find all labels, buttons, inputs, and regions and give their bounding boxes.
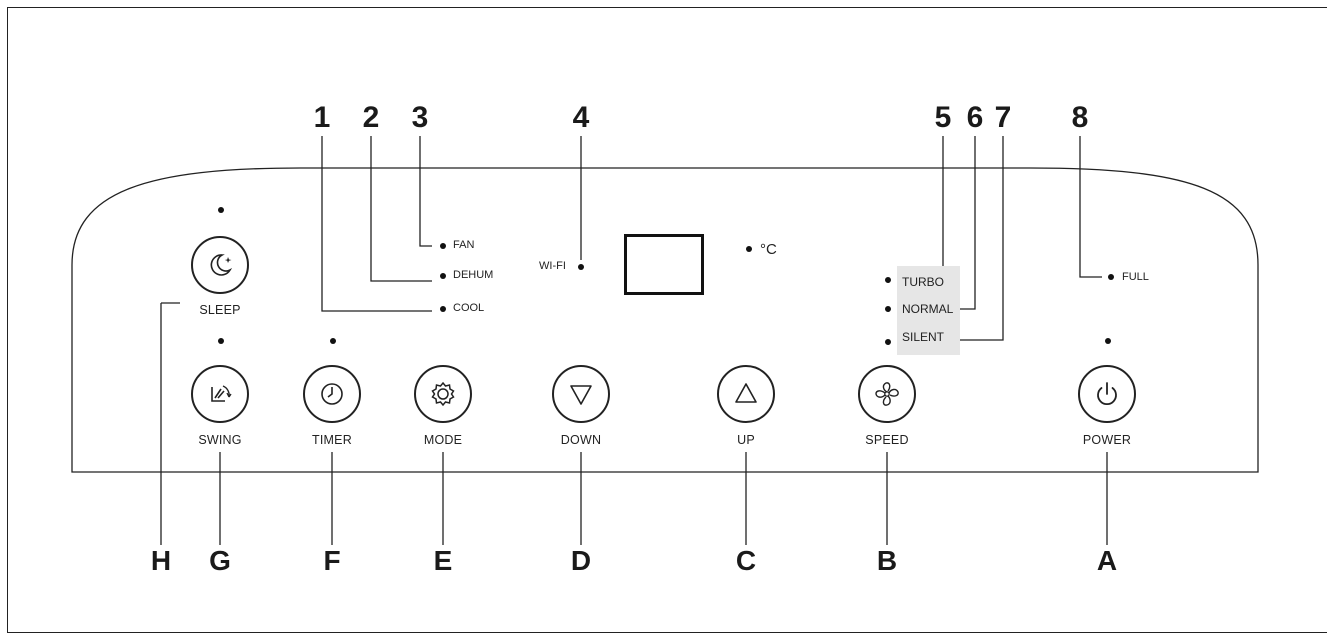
timer-button-label: TIMER <box>312 433 352 447</box>
mode-button-label: MODE <box>423 433 463 447</box>
power-led <box>1105 338 1111 344</box>
leader-6 <box>960 136 976 310</box>
button-letter-B: B <box>876 545 898 576</box>
callout-number-4: 4 <box>572 101 590 134</box>
sleep-button-label: SLEEP <box>199 303 241 317</box>
callout-number-5: 5 <box>934 101 952 134</box>
wifi-led <box>578 264 584 270</box>
swing-led <box>218 338 224 344</box>
button-letter-G: G <box>209 545 231 576</box>
power-button-label: POWER <box>1082 433 1132 447</box>
callout-number-7: 7 <box>994 101 1012 134</box>
button-letter-E: E <box>433 545 453 576</box>
leader-3 <box>419 136 432 247</box>
swing-louver-icon <box>211 385 232 402</box>
callout-number-6: 6 <box>966 101 984 134</box>
gear-icon <box>431 381 455 407</box>
leader-1 <box>321 136 432 312</box>
speed-button-label: SPEED <box>865 433 909 447</box>
mode-button[interactable] <box>414 365 472 423</box>
fan-icon <box>875 382 899 406</box>
up-button[interactable] <box>717 365 775 423</box>
callout-number-1: 1 <box>313 101 331 134</box>
page-number-fragment: 1 2 <box>1070 36 1092 44</box>
triangle-down-icon <box>570 385 592 405</box>
power-button[interactable] <box>1078 365 1136 423</box>
leader-7 <box>960 136 1004 341</box>
leader-2 <box>370 136 432 282</box>
button-letter-C: C <box>735 545 757 576</box>
fan-indicator-label: FAN <box>453 239 475 251</box>
diagram-frame <box>7 7 1327 633</box>
full-led <box>1108 274 1114 280</box>
swing-button-label: SWING <box>198 433 242 447</box>
wifi-indicator-label: WI-FI <box>539 260 566 272</box>
turbo-indicator-label: TURBO <box>902 275 944 289</box>
clock-icon <box>321 383 343 405</box>
sleep-button[interactable] <box>191 236 249 294</box>
dehum-indicator-label: DEHUM <box>453 269 494 281</box>
normal-led <box>885 306 891 312</box>
temperature-display <box>624 234 704 295</box>
up-button-label: UP <box>737 433 755 447</box>
normal-indicator-label: NORMAL <box>902 302 954 316</box>
callout-number-2: 2 <box>362 101 380 134</box>
celsius-label: °C <box>760 241 777 258</box>
button-letter-D: D <box>570 545 592 576</box>
callout-number-3: 3 <box>411 101 429 134</box>
swing-button[interactable] <box>191 365 249 423</box>
speed-indicator-panel <box>897 266 960 355</box>
silent-indicator-label: SILENT <box>902 330 945 344</box>
speed-button[interactable] <box>858 365 916 423</box>
panel-outline <box>71 167 1259 473</box>
cool-led <box>440 306 446 312</box>
full-indicator-label: FULL <box>1122 271 1149 283</box>
sleep-led <box>218 207 224 213</box>
leader-8 <box>1079 136 1102 278</box>
button-letter-F: F <box>323 545 341 576</box>
cool-indicator-label: COOL <box>453 302 485 314</box>
turbo-led <box>885 277 891 283</box>
dehum-led <box>440 273 446 279</box>
fan-led <box>440 243 446 249</box>
leader-5 <box>942 136 960 282</box>
button-letter-A: A <box>1096 545 1118 576</box>
button-letter-H: H <box>150 545 172 576</box>
timer-led <box>330 338 336 344</box>
power-icon <box>1097 382 1117 406</box>
celsius-led <box>746 246 752 252</box>
down-button-label: DOWN <box>560 433 602 447</box>
down-button[interactable] <box>552 365 610 423</box>
triangle-up-icon <box>735 383 757 403</box>
callout-number-8: 8 <box>1071 101 1089 134</box>
silent-led <box>885 339 891 345</box>
timer-button[interactable] <box>303 365 361 423</box>
leader-H <box>160 302 180 545</box>
moon-star-icon <box>210 254 233 276</box>
